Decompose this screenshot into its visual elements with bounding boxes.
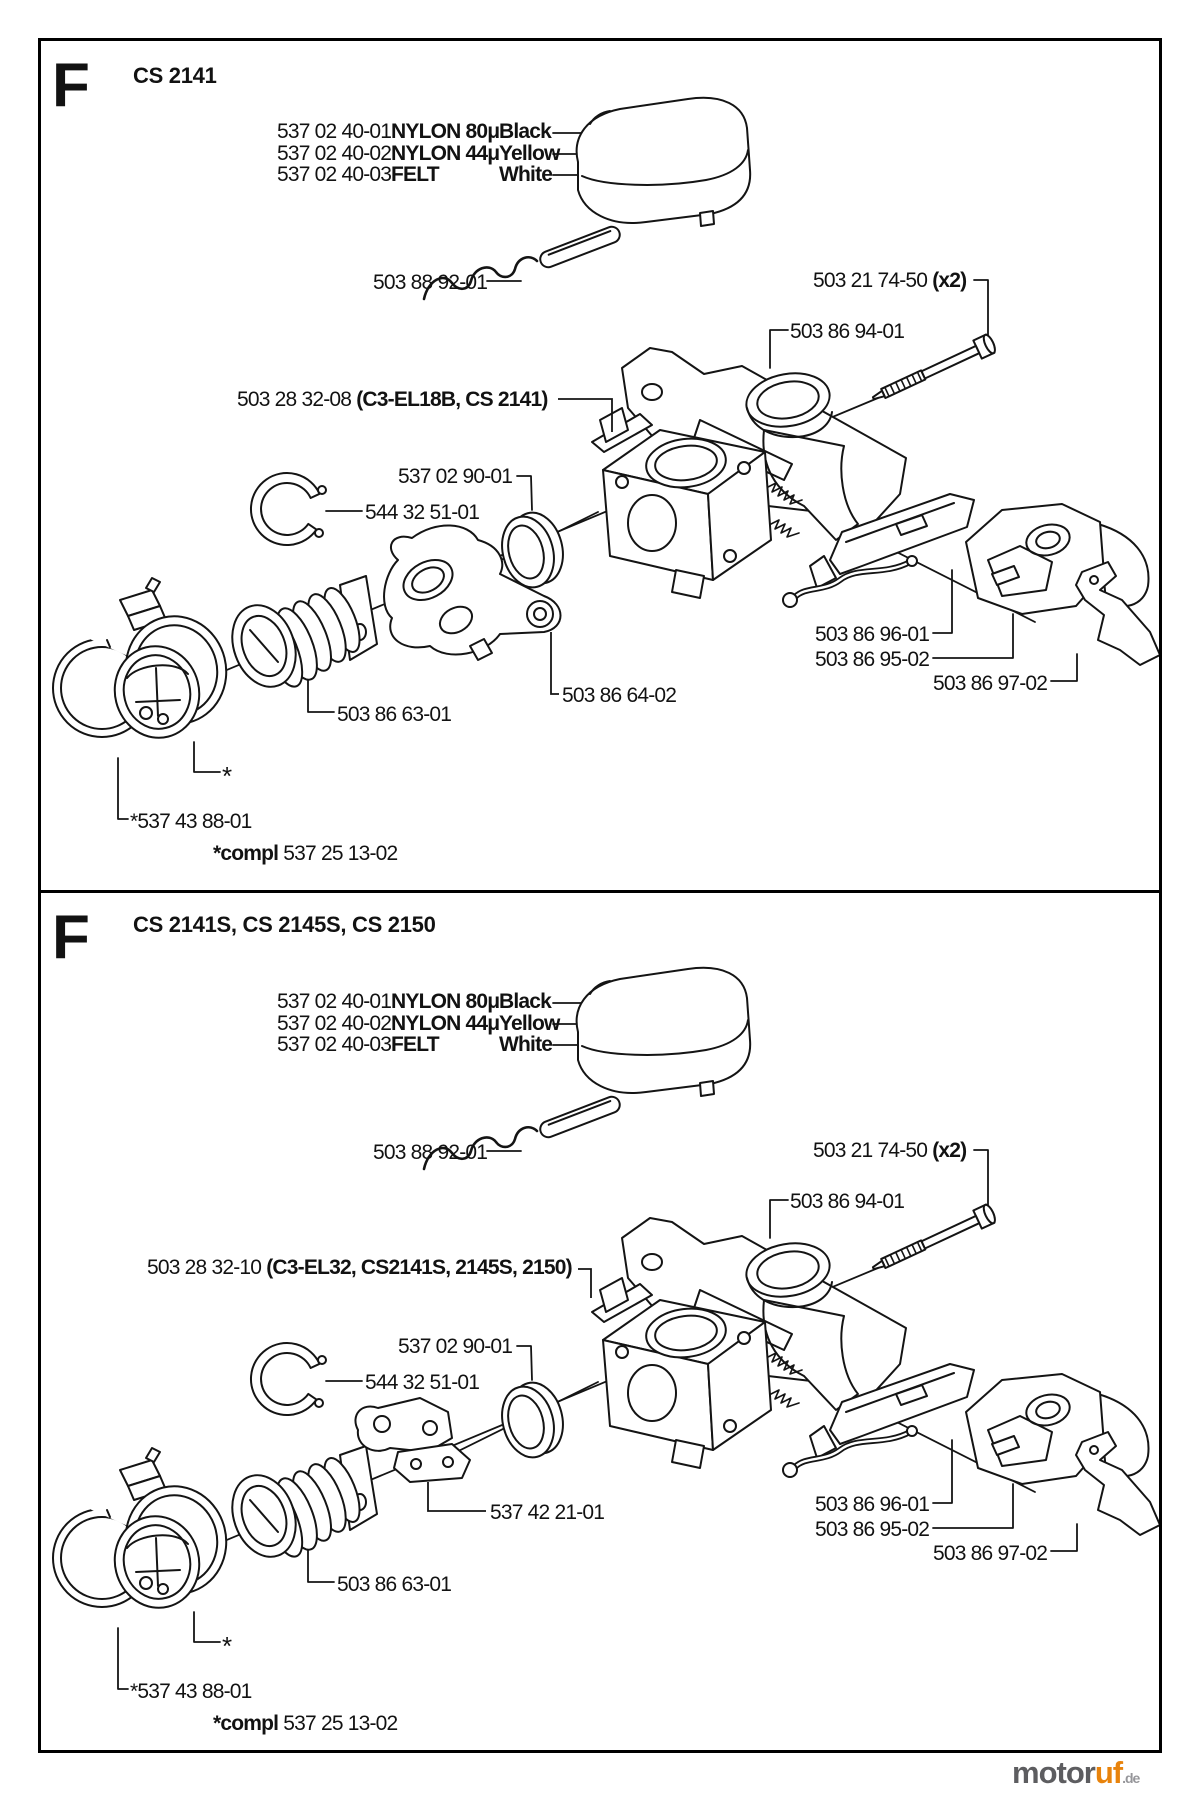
part-label-clamp-lever: 537 42 21-01 [490,1501,605,1524]
motoruf-logo: motoruf.de [1012,1755,1140,1795]
part-number: 537 02 40-02 [277,1011,392,1035]
part-label-wire-guide: 503 86 97-02 [933,1542,1048,1565]
panel2-extra-leaders [427,1268,592,1512]
filter-row: 537 02 40-01 NYLON 80μ Black [277,121,560,143]
part-label-throttle-lever: 503 86 64-02 [562,684,677,707]
part-label-throttle-rod-bracket: 503 86 96-01 [815,623,930,646]
filter-row: 537 02 40-03 FELT White [277,164,560,186]
filter-row: 537 02 40-03 FELT White [277,1034,560,1056]
logo-text-orange: uf [1094,1755,1123,1790]
part-number: 537 02 40-01 [277,120,392,143]
section-letter: F [52,51,90,120]
part-label-bolt: 503 21 74-50 (x2) [813,269,967,292]
part-label-flange-clamp: *537 43 88-01 [130,1680,252,1703]
filter-color: White [499,1033,553,1056]
part-label-complete-assembly: *compl 537 25 13-02 [213,842,398,865]
part-label-intake-boot: 503 86 63-01 [337,1573,452,1596]
panel-title: CS 2141S, CS 2145S, CS 2150 [133,912,436,937]
filter-color: Black [499,990,552,1013]
filter-color: Black [499,120,552,143]
part-label-carburetor: 503 28 32-08 (C3-EL18B, CS 2141) [237,388,548,411]
part-label-trigger-housing: 503 86 95-02 [815,1518,930,1541]
filter-material: NYLON 44μ [391,141,500,165]
logo-text-gray: motor [1012,1755,1096,1790]
part-label-complete-assembly: *compl 537 25 13-02 [213,1712,398,1735]
part-label-choke-wire: 503 88 92-01 [373,1141,488,1164]
part-label-carburetor: 503 28 32-10 (C3-EL32, CS2141S, 2145S, 2… [147,1256,573,1279]
part-number: 537 02 40-03 [277,163,392,186]
part-number: 537 02 40-03 [277,1033,392,1056]
part-label-wire-guide: 503 86 97-02 [933,672,1048,695]
panel-title: CS 2141 [133,63,217,88]
filter-material: NYLON 80μ [391,990,500,1013]
filter-material: NYLON 44μ [391,1011,500,1035]
part-number: 537 02 40-02 [277,141,392,165]
section-letter: F [52,903,90,972]
air-filter-options-table: 537 02 40-01 NYLON 80μ Black 537 02 40-0… [277,121,560,186]
part-label-bolt: 503 21 74-50 (x2) [813,1139,967,1162]
part-label-intake-boot: 503 86 63-01 [337,703,452,726]
filter-color: White [499,163,553,186]
logo-tld: .de [1122,1770,1140,1786]
filter-row: 537 02 40-02 NYLON 44μ Yellow [277,1011,560,1035]
part-label-retaining-clip: 544 32 51-01 [365,1371,480,1394]
filter-row: 537 02 40-02 NYLON 44μ Yellow [277,141,560,165]
part-label-intake-manifold: 503 86 94-01 [790,1190,905,1213]
air-filter-options-table: 537 02 40-01 NYLON 80μ Black 537 02 40-0… [277,991,560,1056]
filter-color: Yellow [499,1011,560,1035]
part-label-trigger-housing: 503 86 95-02 [815,648,930,671]
filter-material: FELT [391,1033,440,1056]
asterisk-marker: * [222,761,232,791]
part-label-retaining-clip: 544 32 51-01 [365,501,480,524]
filter-row: 537 02 40-01 NYLON 80μ Black [277,991,560,1013]
filter-material: NYLON 80μ [391,120,500,143]
part-label-seal-ring: 537 02 90-01 [398,465,513,488]
part-number: 537 02 40-01 [277,990,392,1013]
part-label-choke-wire: 503 88 92-01 [373,271,488,294]
panel1-border [38,38,1162,893]
panel2-border [38,890,1162,1753]
asterisk-marker: * [222,1631,232,1661]
part-label-seal-ring: 537 02 90-01 [398,1335,513,1358]
part-label-flange-clamp: *537 43 88-01 [130,810,252,833]
part-label-throttle-rod-bracket: 503 86 96-01 [815,1493,930,1516]
filter-material: FELT [391,163,440,186]
filter-color: Yellow [499,141,560,165]
panel1-extra-leaders [550,398,613,695]
part-label-intake-manifold: 503 86 94-01 [790,320,905,343]
